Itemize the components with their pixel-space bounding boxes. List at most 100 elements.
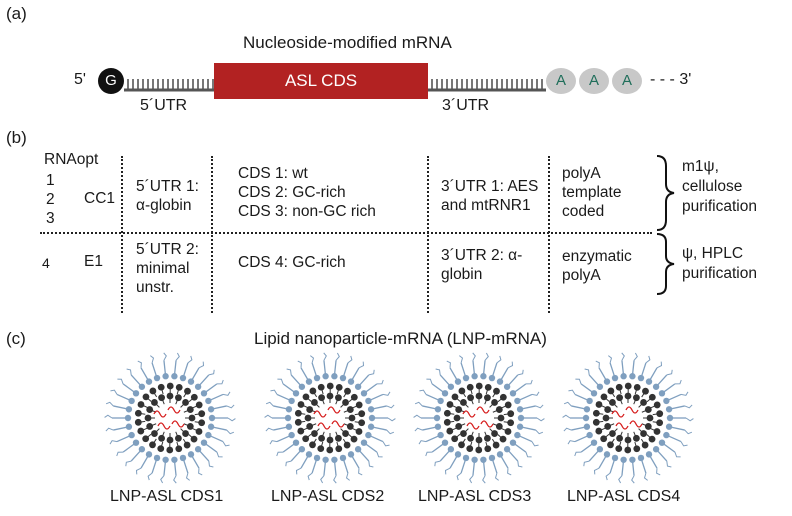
lipid-tail [175, 431, 179, 439]
lipid-tail-end [666, 461, 672, 468]
lipid-head [288, 431, 295, 439]
lipid-tail [192, 404, 200, 409]
lipid-head [285, 406, 293, 413]
ionizable-lipid [309, 441, 316, 449]
lipid-tail-end [563, 401, 572, 407]
lipid-head [437, 431, 444, 439]
lipid-head [611, 374, 619, 382]
lipid-tail [612, 402, 618, 408]
lipid-tail-end [674, 451, 681, 458]
lipid-tail-end [386, 404, 395, 409]
lipid-tail [484, 397, 488, 405]
lipid-head [441, 390, 449, 397]
lipid-head [207, 423, 215, 430]
lipid-tail [598, 404, 606, 408]
polyA-circle [579, 68, 609, 94]
lipid-tail-end [320, 475, 325, 484]
ionizable-lipid [616, 434, 623, 442]
lipid-tail [489, 428, 495, 434]
lipid-tail-end [270, 389, 278, 395]
ionizable-lipid [615, 445, 623, 453]
lipid-tail [492, 390, 497, 398]
lipid-tail-end [285, 460, 292, 467]
lipid-head [132, 439, 140, 446]
lipid-tail [610, 438, 615, 446]
ionizable-lipid [446, 401, 454, 408]
lipid-tail-end [583, 460, 590, 467]
lipid-tail-end [631, 475, 635, 484]
lipid-tail [501, 404, 509, 409]
lipid-tail [176, 387, 180, 395]
lipid-tail [618, 441, 622, 449]
lipid-tail-end [335, 352, 340, 361]
lipid-tail-end [187, 355, 193, 364]
lipid-tail [650, 404, 658, 409]
lipid-tail [619, 397, 623, 405]
rnaopt-header: RNAopt [44, 151, 99, 168]
lipid-tail-end [434, 460, 441, 467]
lipid-head [288, 397, 295, 405]
lipid-tail-end [297, 360, 302, 368]
lipid-head [666, 414, 674, 422]
lipid-tail [461, 390, 467, 398]
lipid-tail [321, 397, 325, 405]
ionizable-lipid [198, 419, 206, 427]
mrna-strand [629, 420, 643, 428]
lipid-tail [182, 438, 188, 446]
lipid-tail [354, 413, 362, 416]
ionizable-lipid [137, 401, 145, 408]
lnp-particle [104, 352, 236, 484]
lipid-head [194, 383, 202, 390]
ionizable-lipid [166, 446, 174, 454]
mrna-strand [317, 422, 331, 430]
lipid-tail [305, 396, 312, 402]
mrna-strand [611, 410, 625, 418]
row-number: 4 [42, 255, 50, 271]
mrna-strand [171, 420, 185, 428]
ionizable-lipid [616, 394, 623, 402]
lipid-tail-end [104, 414, 113, 419]
lipid-tail [138, 420, 146, 423]
lipid-head [187, 378, 195, 385]
mrna-strand [313, 410, 327, 418]
polyA-letter: A [555, 72, 566, 89]
lipid-tail [348, 396, 355, 403]
lipid-tail [497, 396, 504, 403]
lipid-head [339, 454, 347, 462]
lipid-tail-end [608, 355, 613, 363]
lipid-head [663, 431, 670, 439]
lipid-head [305, 378, 313, 385]
polyA-cell: enzymatic polyA [562, 248, 632, 284]
lipid-tail [641, 423, 649, 427]
lipid-head [611, 454, 619, 462]
lipid-head [360, 439, 368, 446]
lipid-tail-end [456, 472, 462, 481]
lipid-head [368, 414, 376, 422]
lipid-head [179, 454, 187, 462]
lipid-head [322, 456, 329, 463]
lipid-tail-end [226, 404, 235, 409]
ionizable-lipid [157, 383, 165, 391]
lipid-head [298, 446, 306, 453]
lipid-tail [638, 402, 644, 408]
lipid-head [620, 456, 627, 463]
lipid-head [645, 378, 653, 385]
lipid-head [153, 374, 161, 382]
ionizable-lipid [475, 382, 483, 390]
lipid-tail-end [110, 389, 118, 395]
lipid-tail-end [633, 352, 638, 361]
lipid-tail [454, 396, 461, 402]
lipid-tail-end [507, 468, 512, 476]
lipid-tail-end [277, 378, 284, 385]
lipid-tail [140, 427, 148, 432]
lipid-tail-end [222, 441, 230, 447]
lipid-head [138, 383, 146, 390]
mrna-strand [625, 406, 639, 414]
group-label: CC1 [84, 190, 116, 207]
lipid-tail-end [684, 404, 693, 409]
lipid-tail [652, 413, 660, 416]
lipid-tail [145, 433, 152, 440]
lipid-tail-end [575, 378, 582, 385]
lipid-tail [485, 387, 489, 395]
row-number: 2 [46, 191, 55, 208]
